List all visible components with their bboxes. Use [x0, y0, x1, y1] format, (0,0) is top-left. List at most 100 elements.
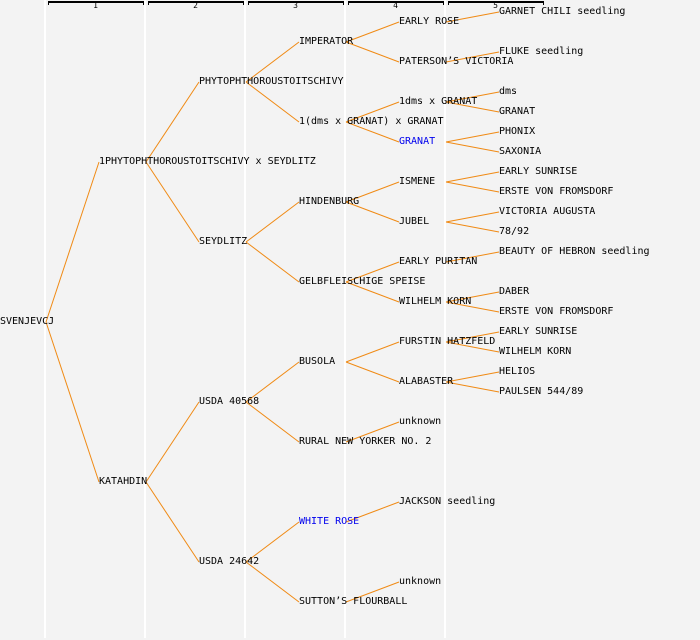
pedigree-node: GARNET CHILI seedling	[499, 6, 626, 17]
connector-line	[445, 11, 500, 23]
connector-line	[445, 91, 500, 103]
connector-line	[145, 161, 200, 243]
connector-line	[345, 21, 400, 43]
generation-header-3: 3	[293, 1, 298, 10]
column-divider	[444, 0, 446, 638]
pedigree-node: PATERSON’S VICTORIA	[399, 56, 514, 67]
pedigree-node: DABER	[499, 286, 530, 297]
root-node: SVENJEVCJ	[0, 316, 55, 327]
connector-line	[245, 561, 300, 603]
connector-line	[345, 341, 400, 363]
generation-header-bracket	[248, 1, 344, 5]
connector-line	[445, 301, 500, 313]
connector-line	[345, 581, 400, 603]
connector-line	[245, 201, 300, 243]
connector-line	[445, 141, 500, 153]
pedigree-node: FLUKE seedling	[499, 46, 584, 57]
pedigree-node: 1PHYTOPHTHOROUSTOITSCHIVY x SEYDLITZ	[99, 156, 316, 167]
connector-line	[345, 361, 400, 383]
connector-line	[345, 201, 400, 223]
connector-line	[445, 341, 500, 353]
connector-line	[45, 161, 100, 323]
connector-line	[445, 131, 500, 143]
pedigree-node: 78/92	[499, 226, 530, 237]
pedigree-node: RURAL NEW YORKER NO. 2	[299, 436, 432, 447]
pedigree-node: HELIOS	[499, 366, 536, 377]
generation-header-bracket	[148, 1, 244, 5]
connector-line	[145, 401, 200, 483]
pedigree-node: WILHELM KORN	[499, 346, 572, 357]
connector-line	[145, 81, 200, 163]
pedigree-node: JACKSON seedling	[399, 496, 496, 507]
pedigree-node: ISMENE	[399, 176, 436, 187]
column-divider	[244, 0, 246, 638]
pedigree-node: EARLY SUNRISE	[499, 326, 578, 337]
column-divider	[144, 0, 146, 638]
pedigree-node: ERSTE VON FROMSDORF	[499, 186, 614, 197]
pedigree-node: HINDENBURG	[299, 196, 360, 207]
pedigree-node: USDA 24642	[199, 556, 260, 567]
connector-line	[345, 121, 400, 143]
pedigree-node: SAXONIA	[499, 146, 542, 157]
connector-line	[245, 361, 300, 403]
pedigree-node: EARLY ROSE	[399, 16, 460, 27]
pedigree-node: dms	[499, 86, 518, 97]
connector-line	[245, 81, 300, 123]
pedigree-node: FURSTIN HATZFELD	[399, 336, 496, 347]
generation-header-bracket	[448, 1, 544, 5]
pedigree-node: BUSOLA	[299, 356, 336, 367]
connector-line	[445, 381, 500, 393]
pedigree-node[interactable]: GRANAT	[399, 136, 436, 147]
generation-header-1: 1	[93, 1, 98, 10]
connector-line	[445, 101, 500, 113]
connector-line	[245, 521, 300, 563]
connector-line	[45, 321, 100, 483]
connector-line	[445, 171, 500, 183]
pedigree-node: GRANAT	[499, 106, 536, 117]
connector-line	[445, 331, 500, 343]
generation-header-bracket	[48, 1, 144, 5]
pedigree-node: KATAHDIN	[99, 476, 148, 487]
connector-line	[245, 241, 300, 283]
pedigree-node: ALABASTER	[399, 376, 454, 387]
pedigree-node: unknown	[399, 416, 442, 427]
pedigree-node: ERSTE VON FROMSDORF	[499, 306, 614, 317]
pedigree-node: PHYTOPHTHOROUSTOITSCHIVY	[199, 76, 344, 87]
generation-header-2: 2	[193, 1, 198, 10]
pedigree-node: unknown	[399, 576, 442, 587]
pedigree-node: SUTTON’S FLOURBALL	[299, 596, 408, 607]
pedigree-node: PHONIX	[499, 126, 536, 137]
connector-line	[445, 291, 500, 303]
connector-line	[345, 181, 400, 203]
connector-line	[345, 261, 400, 283]
pedigree-node[interactable]: WHITE ROSE	[299, 516, 360, 527]
pedigree-node: VICTORIA AUGUSTA	[499, 206, 596, 217]
connector-line	[445, 51, 500, 63]
pedigree-node: PAULSEN 544/89	[499, 386, 584, 397]
generation-header-5: 5	[493, 1, 498, 10]
connector-line	[345, 281, 400, 303]
connector-line	[245, 41, 300, 83]
column-divider	[344, 0, 346, 638]
pedigree-node: IMPERATOR	[299, 36, 354, 47]
generation-header-4: 4	[393, 1, 398, 10]
generation-header-bracket	[348, 1, 444, 5]
pedigree-node: EARLY PURITAN	[399, 256, 478, 267]
pedigree-node: SEYDLITZ	[199, 236, 248, 247]
connector-line	[445, 211, 500, 223]
connector-line	[445, 181, 500, 193]
connector-line	[145, 481, 200, 563]
pedigree-node: 1(dms x GRANAT) x GRANAT	[299, 116, 444, 127]
connector-line	[245, 401, 300, 443]
connector-line	[345, 41, 400, 63]
column-divider	[44, 0, 46, 638]
connector-line	[345, 421, 400, 443]
connector-line	[345, 101, 400, 123]
connector-line	[345, 501, 400, 523]
connector-line	[445, 251, 500, 263]
connector-line	[445, 371, 500, 383]
pedigree-node: JUBEL	[399, 216, 430, 227]
pedigree-node: 1dms x GRANAT	[399, 96, 478, 107]
